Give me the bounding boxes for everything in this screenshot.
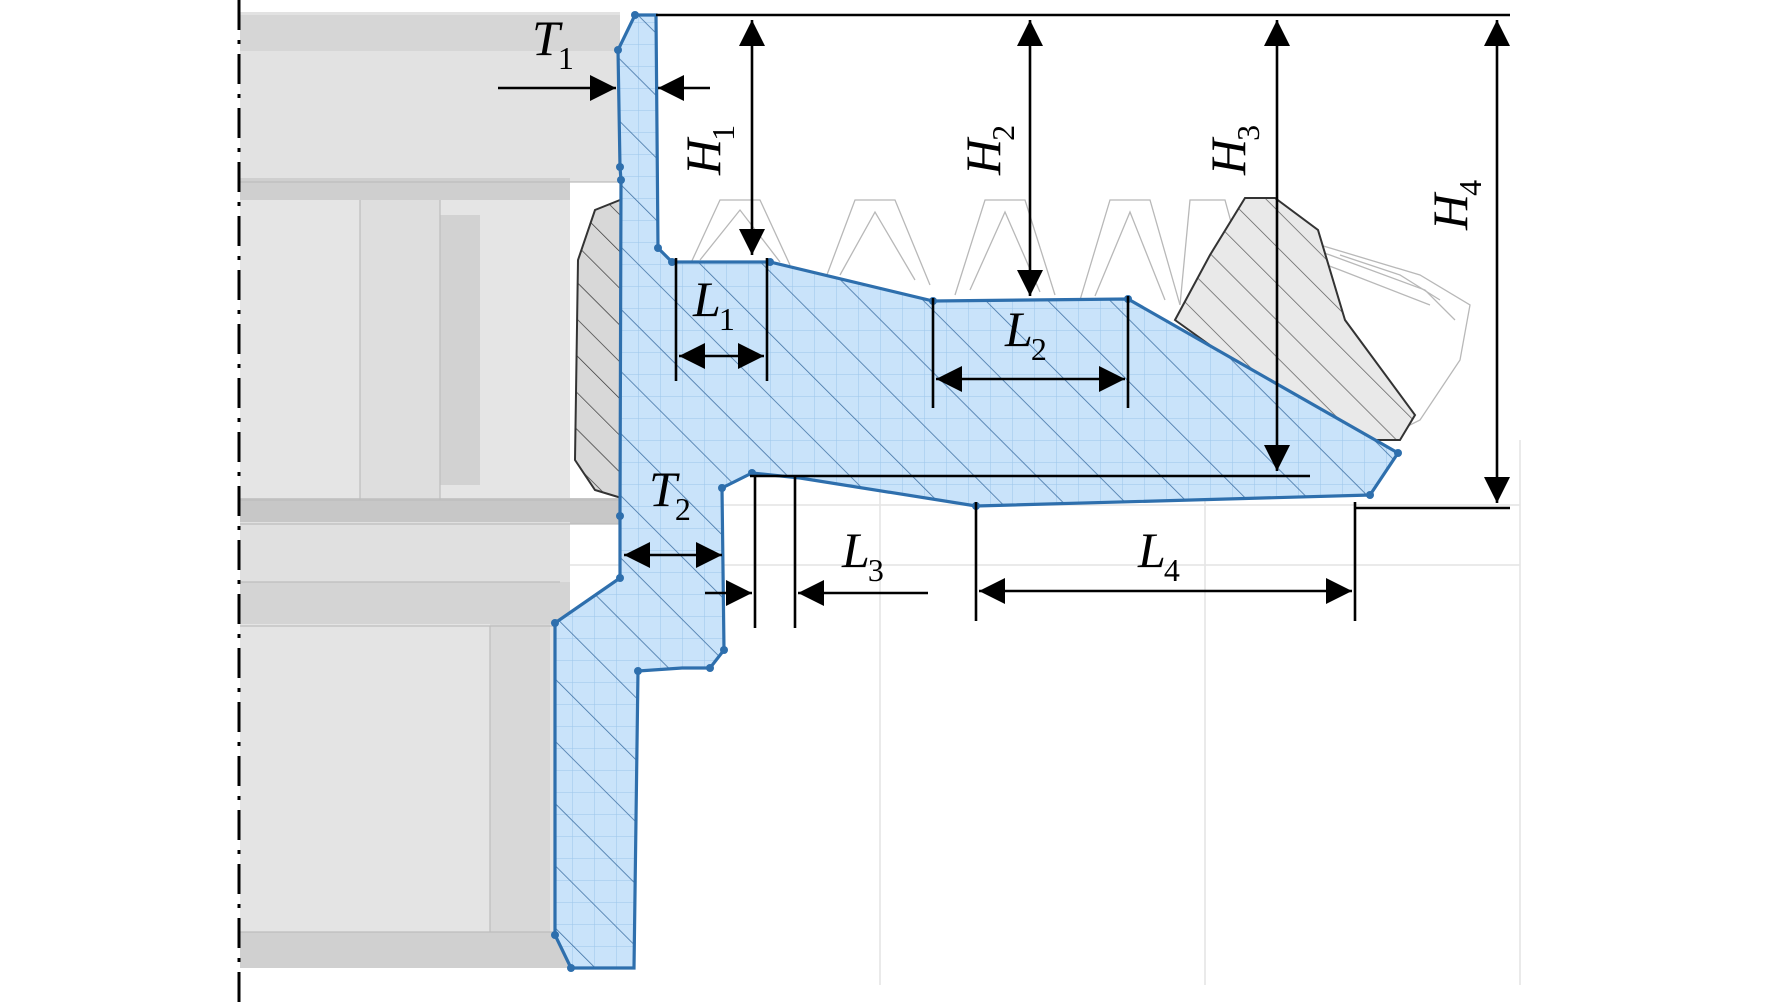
- svg-text:T2: T2: [649, 461, 691, 527]
- dimension-h1: H1: [675, 19, 765, 255]
- reference-lines: [656, 13, 1510, 510]
- dimension-h3: H3: [1200, 19, 1290, 471]
- svg-text:L3: L3: [841, 522, 884, 588]
- svg-text:T1: T1: [532, 10, 574, 76]
- dimension-l3: L3: [705, 476, 928, 628]
- shaft-housing: [240, 12, 690, 968]
- svg-text:L2: L2: [1004, 301, 1047, 367]
- dimension-l4: L4: [974, 502, 1357, 621]
- optimized-cross-section: [551, 11, 1402, 972]
- dimension-h4: H4: [1422, 19, 1510, 503]
- dimension-t2: T2: [624, 461, 722, 568]
- svg-text:H1: H1: [675, 125, 741, 176]
- outline-vertices: [551, 11, 1402, 972]
- svg-text:L4: L4: [1137, 522, 1180, 588]
- dimension-t1: T1: [498, 10, 710, 101]
- svg-text:H4: H4: [1422, 180, 1488, 231]
- svg-text:H2: H2: [955, 125, 1021, 176]
- dimension-l1: L1: [674, 258, 769, 381]
- svg-text:L1: L1: [692, 271, 735, 337]
- dimension-l2: L2: [931, 296, 1130, 408]
- dimension-h2: H2: [955, 19, 1043, 296]
- svg-text:H3: H3: [1200, 125, 1266, 176]
